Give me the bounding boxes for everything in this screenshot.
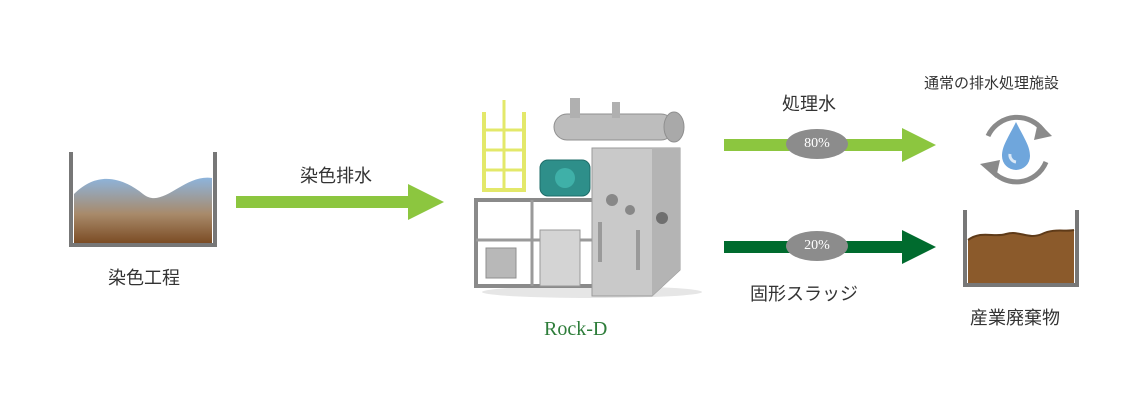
- sludge-percent-badge: 20%: [786, 231, 848, 261]
- rock-d-machine: [462, 90, 702, 300]
- water-recycle-icon: [968, 106, 1064, 196]
- treated-percent-badge: 80%: [786, 129, 848, 159]
- wastewater-facility-label: 通常の排水処理施設: [924, 74, 1060, 92]
- treated-water-label: 処理水: [782, 94, 836, 115]
- wastewater-label: 染色排水: [300, 166, 372, 187]
- sludge-label: 固形スラッジ: [750, 284, 858, 305]
- industrial-waste-label: 産業廃棄物: [970, 308, 1060, 329]
- industrial-waste-bin: [962, 210, 1080, 288]
- dyeing-process-label: 染色工程: [108, 268, 180, 289]
- inflow-arrow: [236, 184, 446, 224]
- dyeing-tank: [68, 152, 218, 248]
- machine-label: Rock-D: [544, 318, 608, 340]
